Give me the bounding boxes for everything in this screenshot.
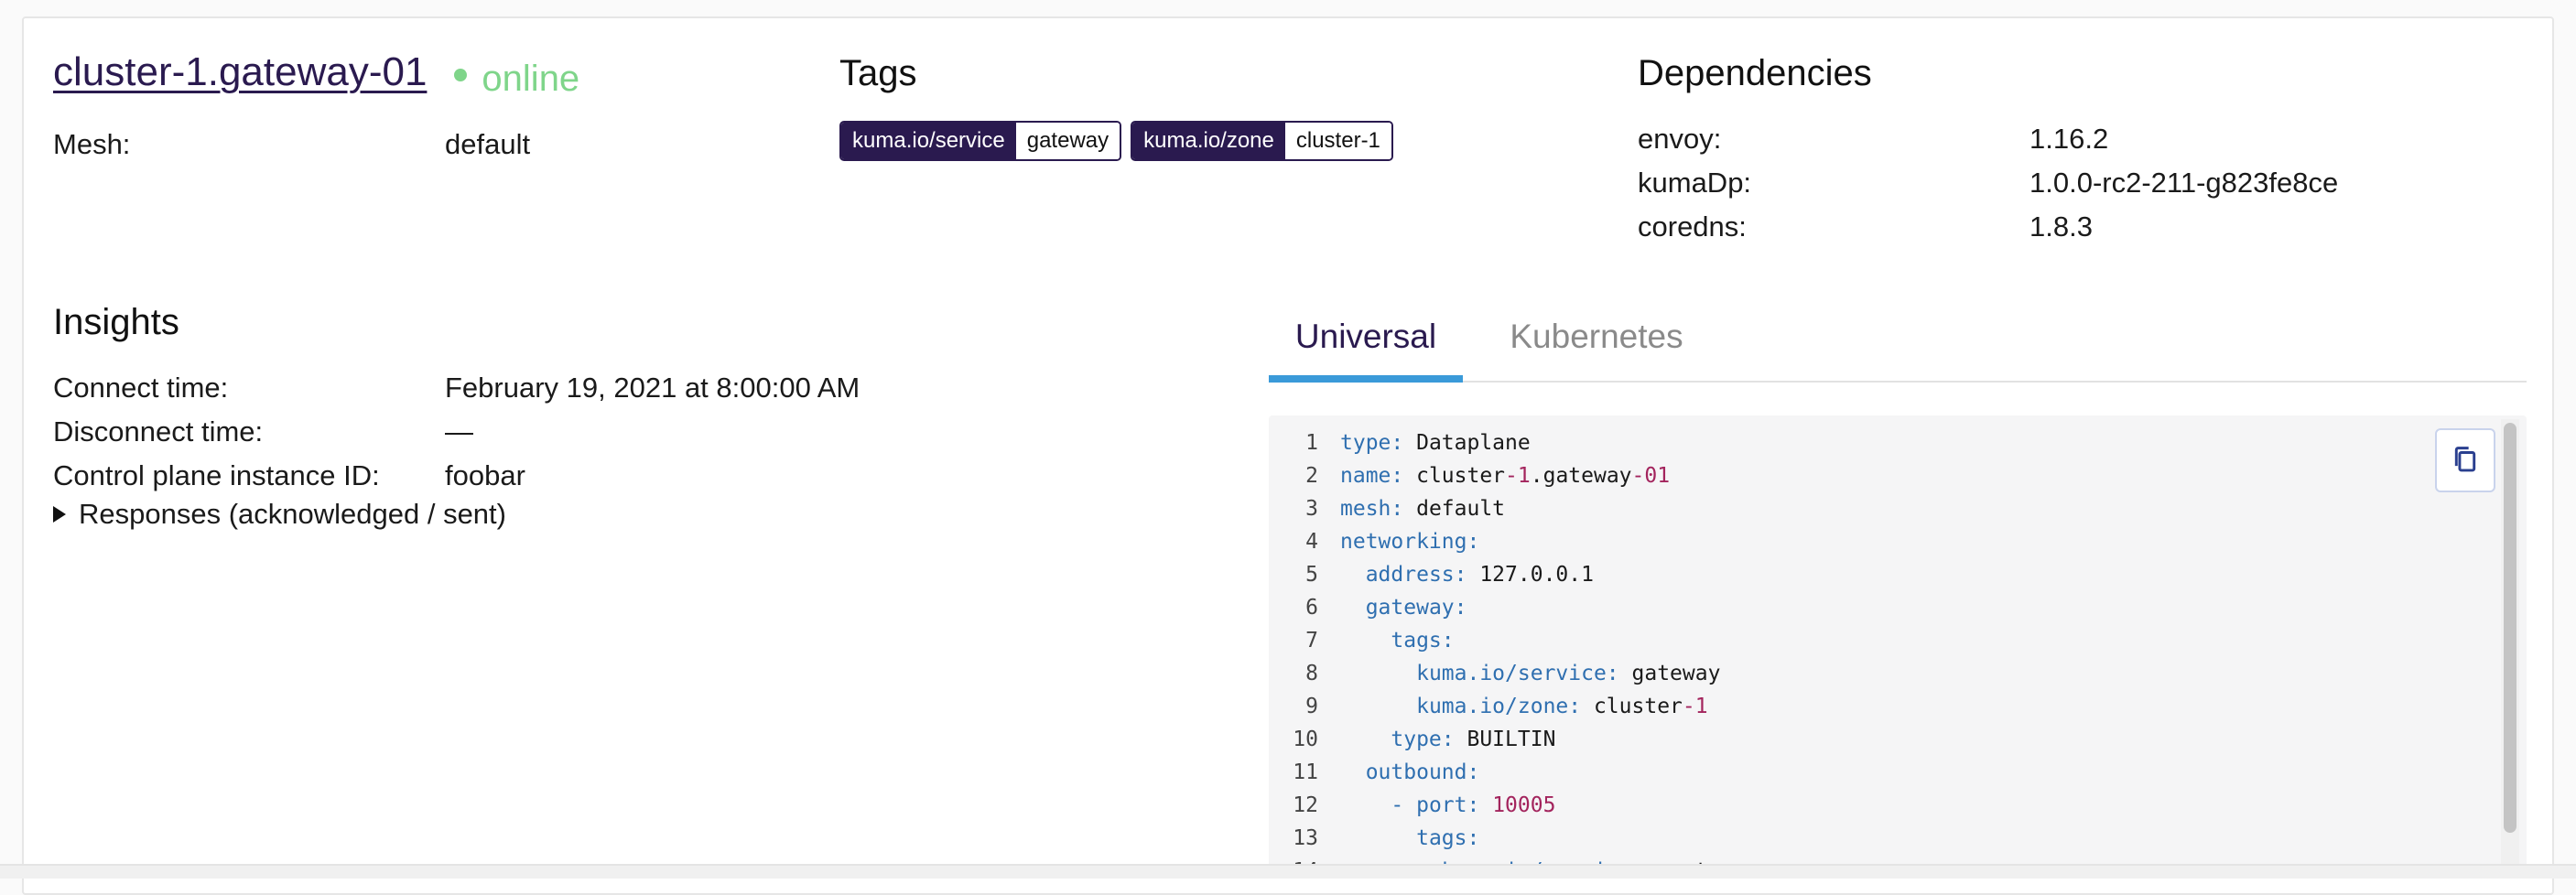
copy-icon bbox=[2454, 447, 2476, 472]
dataplane-name-link[interactable]: cluster-1.gateway-01 bbox=[53, 49, 428, 94]
status-dot-icon bbox=[454, 69, 468, 81]
code-line: 5 address: 127.0.0.1 bbox=[1269, 558, 1759, 591]
line-number: 12 bbox=[1293, 793, 1318, 817]
tag-chip: kuma.io/service gateway bbox=[839, 121, 1122, 161]
code-line: 8 kuma.io/service: gateway bbox=[1269, 657, 1759, 690]
line-number: 1 bbox=[1305, 431, 1318, 455]
format-tabs: Universal Kubernetes bbox=[1269, 293, 2527, 383]
dataplane-header: cluster-1.gateway-01 online bbox=[53, 49, 579, 100]
code-line: 10 type: BUILTIN bbox=[1269, 723, 1759, 756]
code-text: networking: bbox=[1340, 530, 1480, 554]
code-line: 3 mesh: default bbox=[1269, 492, 1759, 525]
code-text: kuma.io/service: gateway bbox=[1416, 662, 1721, 685]
code-line: 12 - port: 10005 bbox=[1269, 789, 1759, 822]
tab-kubernetes[interactable]: Kubernetes bbox=[1510, 318, 1683, 355]
insight-label: Connect time: bbox=[53, 372, 229, 404]
line-number: 7 bbox=[1305, 629, 1318, 652]
responses-label: Responses (acknowledged / sent) bbox=[79, 498, 506, 530]
code-line: 2 name: cluster-1.gateway-01 bbox=[1269, 459, 1759, 492]
scrollbar-thumb[interactable] bbox=[2504, 423, 2516, 833]
tab-universal[interactable]: Universal bbox=[1269, 293, 1463, 383]
mesh-value: default bbox=[445, 128, 531, 160]
status-badge: online bbox=[454, 59, 579, 100]
dependency-label: envoy: bbox=[1638, 123, 1722, 155]
line-number: 4 bbox=[1305, 530, 1318, 554]
line-number: 3 bbox=[1305, 497, 1318, 521]
tag-list: kuma.io/service gateway kuma.io/zone clu… bbox=[839, 121, 1393, 161]
code-scrollbar[interactable] bbox=[2501, 419, 2519, 877]
code-text: - port: 10005 bbox=[1391, 793, 1556, 817]
insights-title: Insights bbox=[53, 302, 179, 342]
tag-chip: kuma.io/zone cluster-1 bbox=[1131, 121, 1393, 161]
insight-label: Disconnect time: bbox=[53, 415, 264, 448]
code-line: 9 kuma.io/zone: cluster-1 bbox=[1269, 690, 1759, 723]
code-text: address: 127.0.0.1 bbox=[1365, 563, 1594, 587]
insight-label: Control plane instance ID: bbox=[53, 459, 380, 491]
code-text: kuma.io/zone: cluster-1 bbox=[1416, 695, 1708, 718]
code-line: 7 tags: bbox=[1269, 624, 1759, 657]
line-number: 9 bbox=[1305, 695, 1318, 718]
code-text: type: Dataplane bbox=[1340, 431, 1531, 455]
dependency-value: 1.0.0-rc2-211-g823fe8ce bbox=[2029, 167, 2339, 199]
dependency-value: 1.8.3 bbox=[2029, 210, 2093, 243]
dependencies-title: Dependencies bbox=[1638, 53, 1872, 93]
code-text: tags: bbox=[1416, 826, 1480, 850]
code-line: 6 gateway: bbox=[1269, 591, 1759, 624]
insight-value: February 19, 2021 at 8:00:00 AM bbox=[445, 372, 860, 404]
code-lines: 1 type: Dataplane 2 name: cluster-1.gateway… bbox=[1269, 426, 1759, 877]
code-text: type: BUILTIN bbox=[1391, 728, 1556, 751]
tags-title: Tags bbox=[839, 53, 917, 93]
line-number: 8 bbox=[1305, 662, 1318, 685]
line-number: 2 bbox=[1305, 464, 1318, 488]
copy-button[interactable] bbox=[2435, 428, 2495, 492]
tag-key: kuma.io/service bbox=[841, 123, 1016, 159]
code-line: 1 type: Dataplane bbox=[1269, 426, 1759, 459]
responses-disclosure[interactable]: Responses (acknowledged / sent) bbox=[53, 498, 506, 531]
code-line: 4 networking: bbox=[1269, 525, 1759, 558]
mesh-label: Mesh: bbox=[53, 128, 131, 160]
dependency-label: kumaDp: bbox=[1638, 167, 1752, 199]
line-number: 11 bbox=[1293, 760, 1318, 784]
tag-key: kuma.io/zone bbox=[1132, 123, 1285, 159]
yaml-code-block: 1 type: Dataplane 2 name: cluster-1.gateway… bbox=[1269, 415, 2527, 877]
code-text: gateway: bbox=[1365, 596, 1467, 620]
code-text: name: cluster-1.gateway-01 bbox=[1340, 464, 1671, 488]
line-number: 10 bbox=[1293, 728, 1318, 751]
dependency-label: coredns: bbox=[1638, 210, 1747, 243]
tag-value: gateway bbox=[1015, 123, 1120, 159]
status-text: online bbox=[482, 58, 580, 99]
disclosure-triangle-icon bbox=[53, 506, 66, 523]
insight-value: foobar bbox=[445, 459, 525, 491]
code-text: mesh: default bbox=[1340, 497, 1506, 521]
dependency-value: 1.16.2 bbox=[2029, 123, 2109, 155]
tag-value: cluster-1 bbox=[1284, 123, 1391, 159]
line-number: 5 bbox=[1305, 563, 1318, 587]
code-line: 11 outbound: bbox=[1269, 756, 1759, 789]
code-line: 13 tags: bbox=[1269, 822, 1759, 855]
code-text: outbound: bbox=[1365, 760, 1480, 784]
code-text: tags: bbox=[1391, 629, 1455, 652]
insight-value: — bbox=[445, 415, 473, 448]
line-number: 13 bbox=[1293, 826, 1318, 850]
line-number: 6 bbox=[1305, 596, 1318, 620]
page-bottom-edge bbox=[0, 864, 2576, 879]
